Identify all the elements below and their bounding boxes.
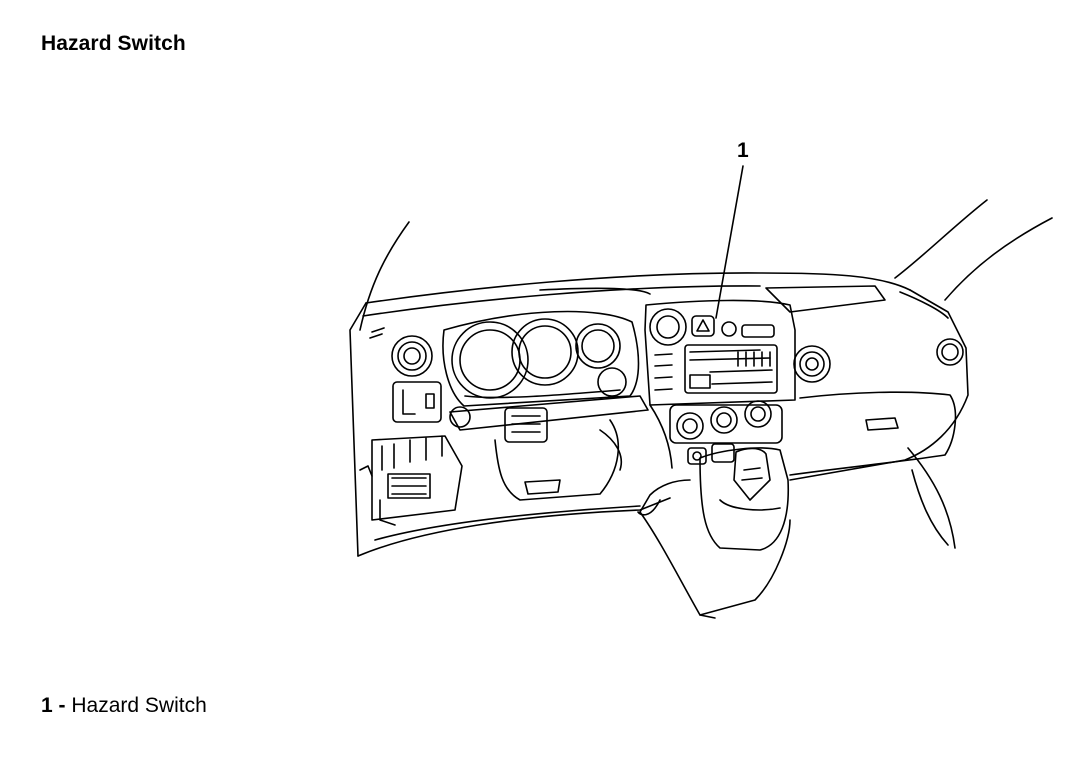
legend-item-1-label: Hazard Switch — [71, 694, 207, 717]
hazard-switch — [691, 315, 715, 337]
center-console — [637, 447, 791, 619]
page-title: Hazard Switch — [41, 32, 186, 55]
legend-item-1: 1 - Hazard Switch — [41, 694, 207, 718]
lower-dash — [357, 497, 671, 557]
center-air-vent — [793, 345, 831, 383]
callout-1-number: 1 — [737, 139, 749, 162]
legend-item-1-number: 1 — [41, 694, 53, 717]
left-switch-panel — [359, 381, 463, 526]
climate-controls — [669, 400, 783, 465]
right-air-vent — [936, 338, 964, 366]
instrument-cluster — [442, 310, 640, 407]
center-stack — [644, 299, 796, 469]
dashboard-top — [349, 272, 969, 557]
glove-box — [789, 391, 957, 476]
steering-column — [449, 395, 649, 501]
left-air-vent — [369, 327, 433, 377]
legend-item-1-separator: - — [52, 694, 72, 717]
callout-1-leader-line — [715, 165, 744, 319]
callout-1: 1 — [715, 139, 749, 319]
